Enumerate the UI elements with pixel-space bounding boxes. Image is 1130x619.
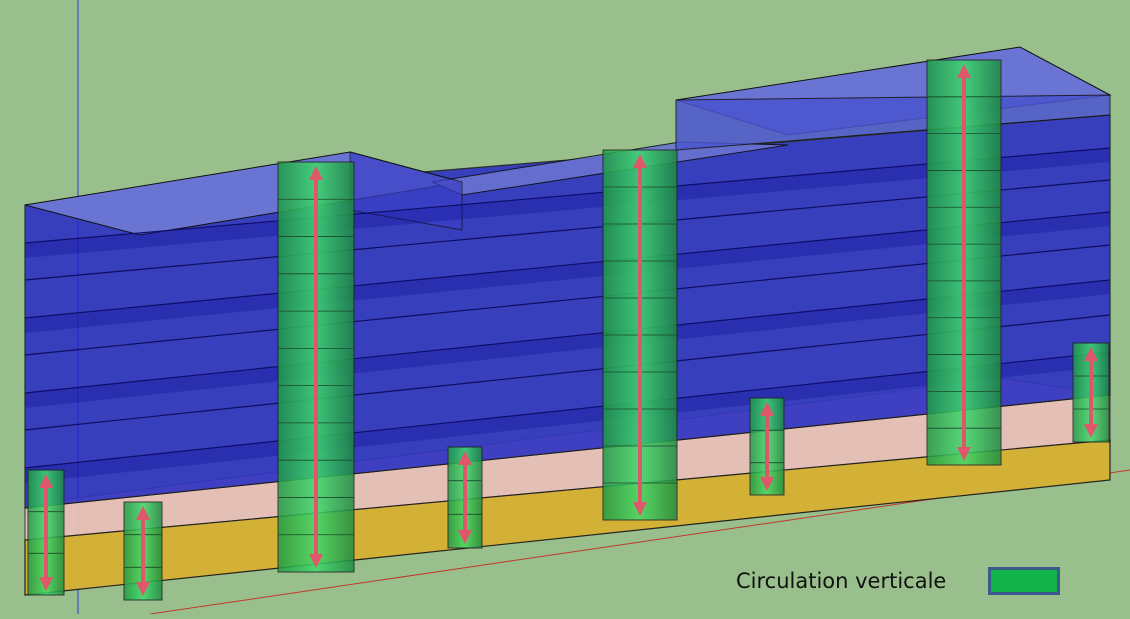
vertical-circulation-cores xyxy=(27,59,1110,601)
circulation-core xyxy=(602,149,678,521)
circulation-core xyxy=(27,469,65,596)
legend-swatch xyxy=(988,567,1061,595)
circulation-core xyxy=(123,501,163,601)
circulation-core xyxy=(749,397,785,496)
circulation-core xyxy=(277,161,355,573)
legend-label: Circulation verticale xyxy=(736,569,947,593)
legend: Circulation verticale xyxy=(736,565,1061,597)
circulation-core xyxy=(447,446,483,549)
circulation-core xyxy=(1072,342,1110,443)
circulation-core xyxy=(926,59,1002,466)
